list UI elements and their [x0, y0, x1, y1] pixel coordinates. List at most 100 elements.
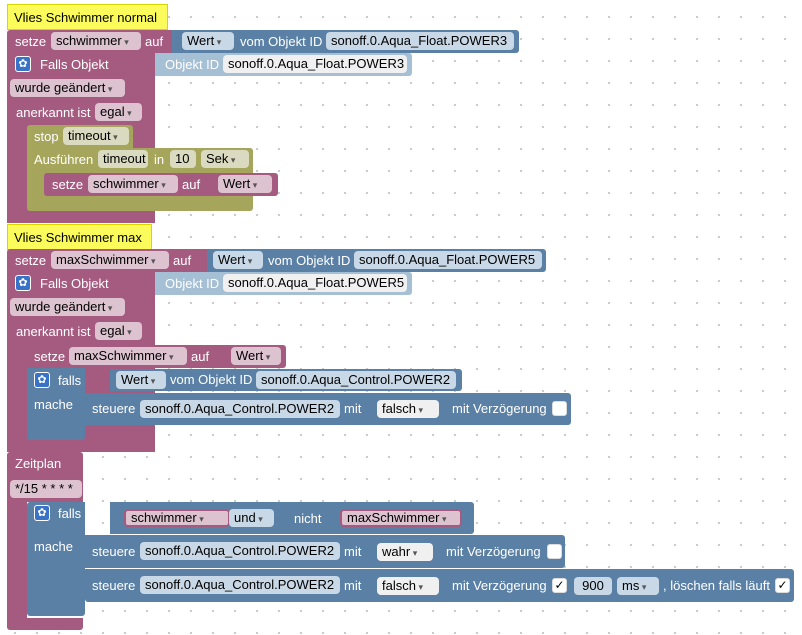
schedule-block-footer — [7, 618, 83, 630]
setze-label: setze — [15, 253, 47, 268]
vom-objekt-label: vom Objekt ID — [268, 253, 351, 268]
steuere-label: steuere — [92, 544, 136, 559]
object-id-field[interactable]: sonoff.0.Aqua_Float.POWER5 — [354, 251, 542, 269]
variable-dropdown-2[interactable]: maxSchwimmer — [340, 509, 462, 527]
control-object-field[interactable]: sonoff.0.Aqua_Control.POWER2 — [140, 542, 340, 560]
value-block[interactable]: Wert — [208, 173, 278, 196]
delay-checkbox[interactable] — [552, 401, 567, 416]
verzoegerung-label: mit Verzögerung — [446, 544, 541, 559]
get-value-block[interactable]: Wert vom Objekt ID sonoff.0.Aqua_Float.P… — [207, 249, 546, 272]
set-variable-block[interactable]: setze schwimmer auf — [7, 30, 172, 53]
delay-field[interactable]: 900 — [574, 577, 612, 595]
cron-field[interactable]: */15 * * * * — [10, 480, 82, 498]
gear-icon[interactable]: ✿ — [15, 275, 31, 291]
steuere-label: steuere — [92, 578, 136, 593]
attribute-dropdown[interactable]: Wert — [231, 347, 281, 365]
ack-dropdown[interactable]: egal — [95, 103, 142, 121]
objekt-id-label: Objekt ID — [165, 57, 220, 72]
setze-label: setze — [52, 177, 84, 192]
object-id-field[interactable]: sonoff.0.Aqua_Float.POWER3 — [326, 32, 514, 50]
gear-icon[interactable]: ✿ — [15, 56, 31, 72]
object-id-field[interactable]: sonoff.0.Aqua_Control.POWER2 — [256, 371, 456, 389]
timeout-dropdown[interactable]: timeout — [63, 127, 129, 145]
variable-dropdown[interactable]: maxSchwimmer — [51, 251, 169, 269]
control-block[interactable]: steuere sonoff.0.Aqua_Control.POWER2 mit… — [85, 393, 571, 425]
vom-objekt-label: vom Objekt ID — [170, 372, 253, 387]
delay-checkbox[interactable]: ✓ — [552, 578, 567, 593]
if-block-footer — [27, 602, 85, 614]
value-block[interactable]: Wert — [227, 345, 286, 368]
loeschen-label: , löschen falls läuft — [663, 578, 770, 593]
logic-and-block[interactable]: schwimmer und nicht maxSchwimmer — [110, 502, 474, 534]
trigger-type-dropdown[interactable]: wurde geändert — [10, 79, 125, 97]
clear-running-checkbox[interactable]: ✓ — [775, 578, 790, 593]
control-block[interactable]: steuere sonoff.0.Aqua_Control.POWER2 mit… — [85, 535, 565, 568]
variable-dropdown[interactable]: schwimmer — [124, 509, 230, 527]
control-object-field[interactable]: sonoff.0.Aqua_Control.POWER2 — [140, 400, 340, 418]
setze-label: setze — [15, 34, 47, 49]
value-dropdown[interactable]: falsch — [377, 400, 439, 418]
setze-label: setze — [34, 349, 66, 364]
trigger-type-dropdown[interactable]: wurde geändert — [10, 298, 125, 316]
mit-label: mit — [344, 401, 362, 416]
trigger-object-field[interactable]: sonoff.0.Aqua_Float.POWER3 — [223, 55, 407, 73]
ausfuehren-label: Ausführen — [34, 152, 94, 167]
delay-checkbox[interactable] — [547, 544, 562, 559]
ack-dropdown[interactable]: egal — [95, 322, 142, 340]
seconds-field[interactable]: 10 — [170, 150, 196, 168]
trigger-object-field[interactable]: sonoff.0.Aqua_Float.POWER5 — [223, 274, 407, 292]
stop-timeout-block[interactable]: stop timeout — [27, 125, 133, 148]
attribute-dropdown[interactable]: Wert — [182, 32, 234, 50]
falls-objekt-label: Falls Objekt — [40, 276, 109, 291]
falls-objekt-label: Falls Objekt — [40, 57, 109, 72]
anerkannt-label: anerkannt ist — [16, 324, 91, 339]
if-block[interactable] — [27, 502, 85, 616]
attribute-dropdown[interactable]: Wert — [213, 251, 263, 269]
variable-dropdown[interactable]: schwimmer — [88, 175, 178, 193]
verzoegerung-label: mit Verzögerung — [452, 578, 547, 593]
control-block-2[interactable]: steuere sonoff.0.Aqua_Control.POWER2 mit… — [85, 569, 794, 602]
control-object-field[interactable]: sonoff.0.Aqua_Control.POWER2 — [140, 576, 340, 594]
trigger-object-block[interactable]: Objekt ID sonoff.0.Aqua_Float.POWER5 — [155, 272, 412, 295]
trigger-object-block[interactable]: Objekt ID sonoff.0.Aqua_Float.POWER3 — [155, 53, 412, 76]
variable-dropdown[interactable]: maxSchwimmer — [69, 347, 187, 365]
steuere-label: steuere — [92, 401, 136, 416]
if-condition-block[interactable]: Wert vom Objekt ID sonoff.0.Aqua_Control… — [110, 369, 462, 391]
nicht-label: nicht — [294, 511, 322, 526]
operator-dropdown[interactable]: und — [229, 509, 274, 527]
auf-label: auf — [191, 349, 210, 364]
value-dropdown[interactable]: wahr — [377, 543, 433, 561]
vom-objekt-label: vom Objekt ID — [240, 34, 323, 49]
objekt-id-label: Objekt ID — [165, 276, 220, 291]
mache-label: mache — [34, 539, 74, 554]
set-variable-block-inner[interactable]: setze maxSchwimmer auf — [27, 345, 227, 368]
trigger-block-footer — [7, 440, 155, 452]
comment-vlies-schwimmer-max[interactable]: Vlies Schwimmer max — [7, 224, 152, 250]
value-dropdown[interactable]: falsch — [377, 577, 439, 595]
in-label: in — [154, 152, 165, 167]
gear-icon[interactable]: ✿ — [34, 505, 50, 521]
mache-label: mache — [34, 397, 74, 412]
auf-label: auf — [173, 253, 192, 268]
schedule-block[interactable]: Zeitplan */15 * * * * — [7, 452, 83, 502]
auf-label: auf — [145, 34, 164, 49]
variable-dropdown[interactable]: schwimmer — [51, 32, 141, 50]
stop-label: stop — [34, 129, 59, 144]
trigger-block-footer — [7, 211, 155, 223]
delay-unit-dropdown[interactable]: ms — [617, 577, 659, 595]
timeout-name-field[interactable]: timeout — [98, 150, 148, 168]
mit-label: mit — [344, 544, 362, 559]
falls-label: falls — [58, 373, 82, 388]
zeitplan-label: Zeitplan — [15, 456, 62, 471]
gear-icon[interactable]: ✿ — [34, 372, 50, 388]
anerkannt-label: anerkannt ist — [16, 105, 91, 120]
comment-vlies-schwimmer-normal[interactable]: Vlies Schwimmer normal — [7, 4, 168, 30]
set-variable-block[interactable]: setze maxSchwimmer auf — [7, 249, 207, 272]
set-variable-block-inner[interactable]: setze schwimmer auf — [44, 173, 208, 196]
get-value-block[interactable]: Wert vom Objekt ID sonoff.0.Aqua_Float.P… — [172, 30, 519, 53]
unit-dropdown[interactable]: Sek — [201, 150, 249, 168]
attribute-dropdown[interactable]: Wert — [116, 371, 166, 389]
verzoegerung-label: mit Verzögerung — [452, 401, 547, 416]
attribute-dropdown[interactable]: Wert — [218, 175, 272, 193]
auf-label: auf — [182, 177, 201, 192]
